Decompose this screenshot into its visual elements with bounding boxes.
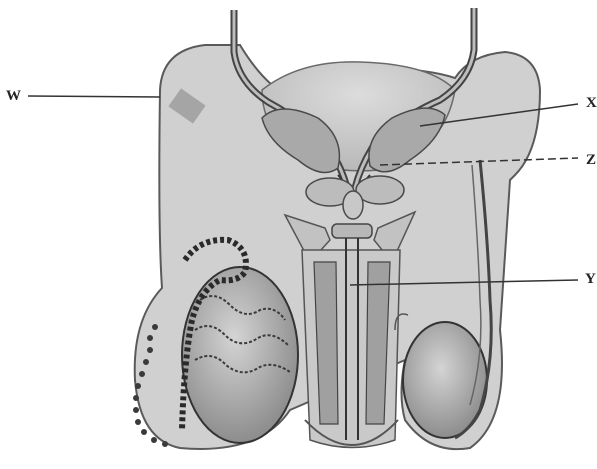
label-w: W [6,89,21,104]
label-z: Z [586,153,596,168]
prostate-center [343,191,363,219]
label-x: X [586,96,597,111]
bulbourethral-gland [332,224,372,238]
leader-w [28,96,160,97]
prostate-right [356,176,404,204]
testis-left [182,267,298,443]
label-y: Y [585,272,596,287]
